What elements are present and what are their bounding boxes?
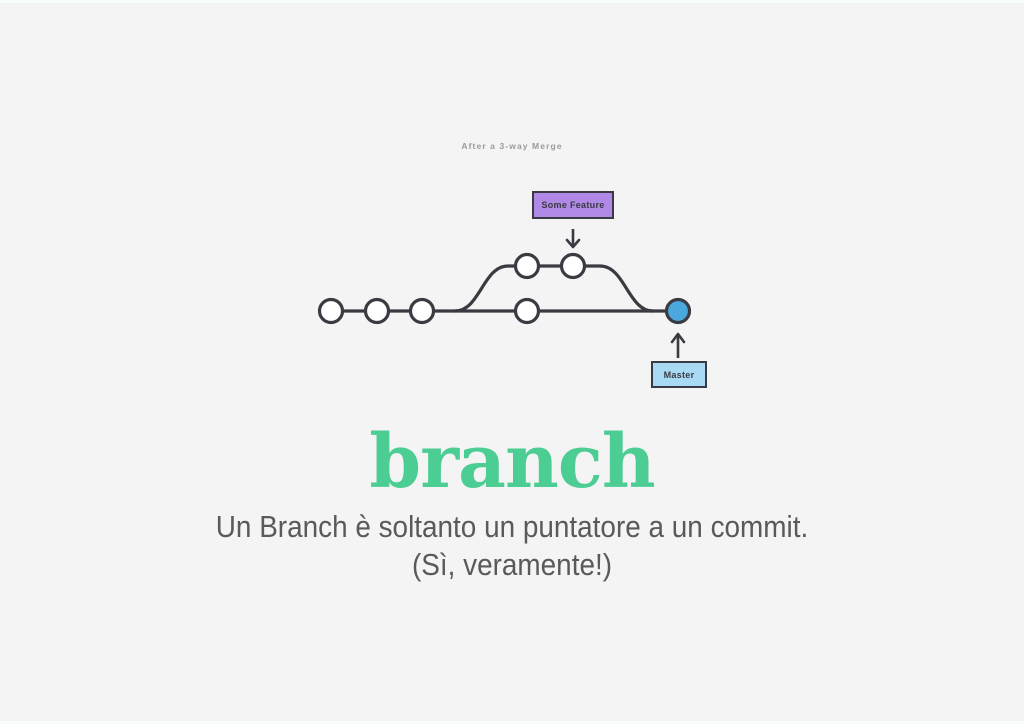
branch-label-some-feature-text: Some Feature xyxy=(541,200,605,210)
branch-label-some-feature[interactable]: Some Feature xyxy=(532,191,614,219)
feature-pointer-arrow xyxy=(565,229,581,249)
commit-node-feature xyxy=(513,252,541,280)
subtitle-line-2: (Sì, veramente!) xyxy=(411,547,613,582)
branch-label-master-text: Master xyxy=(663,369,695,380)
commit-node-head xyxy=(664,297,692,325)
commit-node xyxy=(363,297,391,325)
commit-node-feature xyxy=(559,252,587,280)
page-subtitle: Un Branch è soltanto un puntatore a un c… xyxy=(51,508,973,584)
master-pointer-arrow xyxy=(670,332,686,358)
commit-node xyxy=(408,297,436,325)
commit-node xyxy=(317,297,345,325)
diagram-caption: After a 3-way Merge xyxy=(461,141,563,151)
branch-label-master[interactable]: Master xyxy=(651,361,707,388)
commit-nodes xyxy=(317,252,692,325)
top-edge-strip xyxy=(0,0,1024,3)
git-branch-diagram: After a 3-way Merge xyxy=(0,128,1024,408)
commit-graph-svg xyxy=(317,229,692,358)
merge-curve xyxy=(571,264,655,313)
commit-node xyxy=(513,297,541,325)
bottom-edge-strip xyxy=(0,721,1024,724)
branch-out-curve xyxy=(453,264,529,313)
subtitle-line-1: Un Branch è soltanto un puntatore a un c… xyxy=(215,509,809,544)
page-title: branch xyxy=(369,419,655,505)
